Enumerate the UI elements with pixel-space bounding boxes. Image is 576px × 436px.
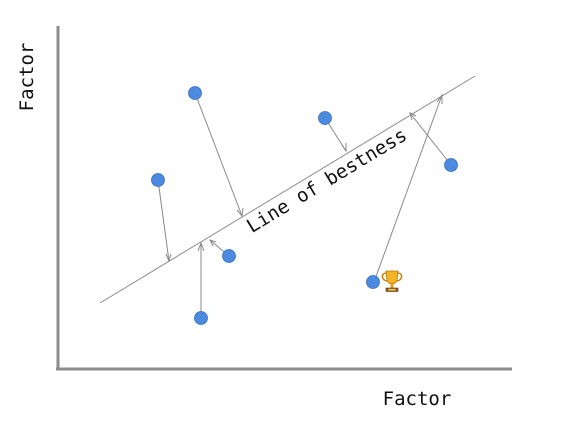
data-points <box>151 86 458 325</box>
residual-arrow <box>409 112 452 166</box>
data-point <box>188 86 202 100</box>
best-fit-line-label: Line of bestness <box>243 124 411 238</box>
best-fit-line <box>99 75 476 304</box>
y-axis-label: Factor <box>16 43 38 112</box>
axes <box>56 26 512 371</box>
data-point <box>318 111 332 125</box>
x-axis-label: Factor <box>383 388 452 410</box>
residual-arrow <box>373 93 443 283</box>
data-point <box>194 311 208 325</box>
data-point <box>222 249 236 263</box>
data-point <box>444 158 458 172</box>
residual-arrow <box>197 241 205 318</box>
data-point-winner <box>366 275 380 289</box>
residual-arrow <box>194 92 244 218</box>
residual-arrow <box>157 179 172 263</box>
data-point <box>151 173 165 187</box>
trophy-icon <box>381 270 403 292</box>
